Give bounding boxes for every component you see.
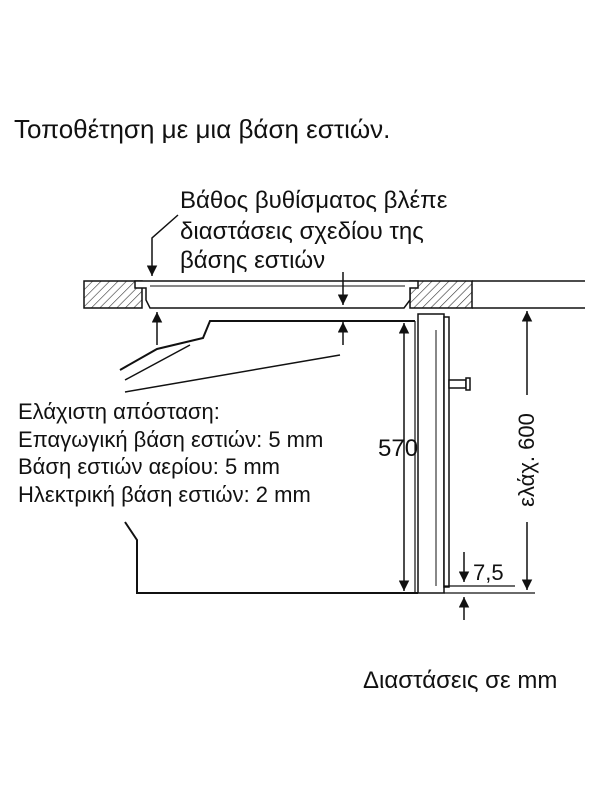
dim-min-height-label: ελάχ. 600 [514, 413, 539, 507]
clearance-heading: Ελάχιστη απόσταση: [18, 399, 220, 424]
page-title: Τοποθέτηση με μια βάση εστιών. [14, 114, 391, 144]
clearance-electric: Ηλεκτρική βάση εστιών: 2 mm [18, 482, 311, 507]
countertop-right [409, 280, 473, 309]
countertop-left [83, 280, 143, 309]
clearance-gas: Βάση εστιών αερίου: 5 mm [18, 454, 280, 479]
dim-offset-label: 7,5 [473, 560, 504, 585]
callout-line-1: Βάθος βυθίσματος βλέπε [180, 187, 448, 214]
control-knob-icon [448, 379, 467, 389]
oven-door [443, 316, 450, 588]
clearance-leader-1 [124, 344, 191, 381]
oven [119, 313, 471, 594]
hob [134, 280, 419, 309]
oven-front-panel [417, 313, 445, 594]
dim-height-label: 570 [378, 435, 419, 462]
units-note: Διαστάσεις σε mm [363, 667, 558, 694]
callout-leader [146, 214, 179, 276]
callout-line-3: βάσης εστιών [180, 247, 326, 274]
callout-line-2: διαστάσεις σχεδίου της [180, 218, 424, 245]
clearance-leader-2 [124, 354, 341, 393]
clearance-induction: Επαγωγική βάση εστιών: 5 mm [18, 427, 324, 452]
